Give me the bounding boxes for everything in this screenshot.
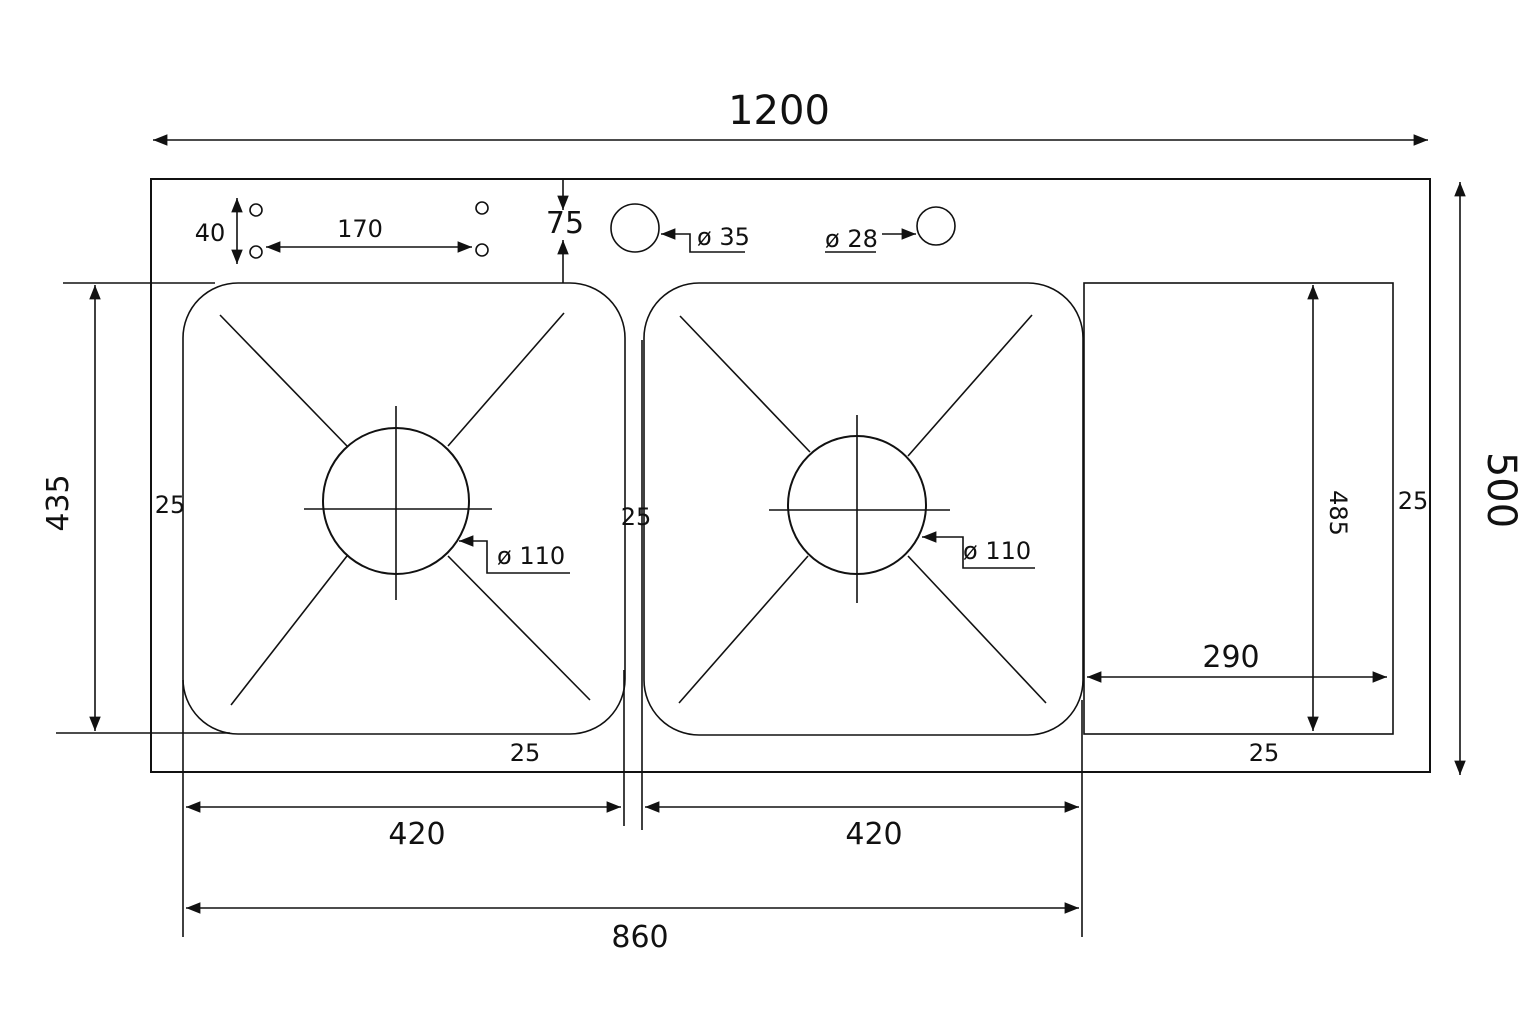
bowl-gap-label: 25 bbox=[621, 503, 652, 531]
hole-28 bbox=[916, 206, 956, 246]
left-bowl-drain-grooves bbox=[219, 312, 591, 706]
dim-75-label: 75 bbox=[546, 206, 584, 241]
countertop-outline bbox=[150, 178, 1431, 773]
margin-front-drainboard-label: 25 bbox=[1249, 739, 1280, 767]
dim-40-label: 40 bbox=[195, 219, 226, 247]
dim-290-label: 290 bbox=[1202, 640, 1259, 675]
left-drain bbox=[322, 427, 470, 575]
dim-170-label: 170 bbox=[337, 215, 383, 243]
dim-420-right-label: 420 bbox=[845, 817, 902, 852]
margin-right-label: 25 bbox=[1398, 487, 1429, 515]
margin-left-label: 25 bbox=[155, 491, 186, 519]
drainboard bbox=[1083, 282, 1394, 735]
dim-420-left-label: 420 bbox=[388, 817, 445, 852]
overall-width-label: 1200 bbox=[728, 88, 830, 134]
left-bowl bbox=[182, 282, 626, 735]
dim-485-label: 485 bbox=[1324, 490, 1352, 536]
right-bowl bbox=[643, 282, 1084, 736]
tap-holes bbox=[249, 201, 489, 259]
overall-depth-label: 500 bbox=[1478, 452, 1524, 528]
right-drain-label: ø 110 bbox=[963, 537, 1031, 565]
right-drain bbox=[787, 435, 927, 575]
right-bowl-drain-grooves bbox=[678, 314, 1047, 704]
margin-front-bowl-label: 25 bbox=[510, 739, 541, 767]
extension-lines bbox=[182, 340, 1083, 937]
hole-28-label: ø 28 bbox=[825, 225, 878, 253]
left-drain-label: ø 110 bbox=[497, 542, 565, 570]
hole-35 bbox=[610, 203, 660, 253]
right-drain-leader bbox=[922, 531, 1035, 569]
hole-35-leader bbox=[661, 228, 745, 253]
dim-435-label: 435 bbox=[41, 474, 76, 531]
hole-35-label: ø 35 bbox=[697, 223, 750, 251]
left-drain-leader bbox=[459, 535, 570, 574]
dim-860-label: 860 bbox=[611, 920, 668, 955]
